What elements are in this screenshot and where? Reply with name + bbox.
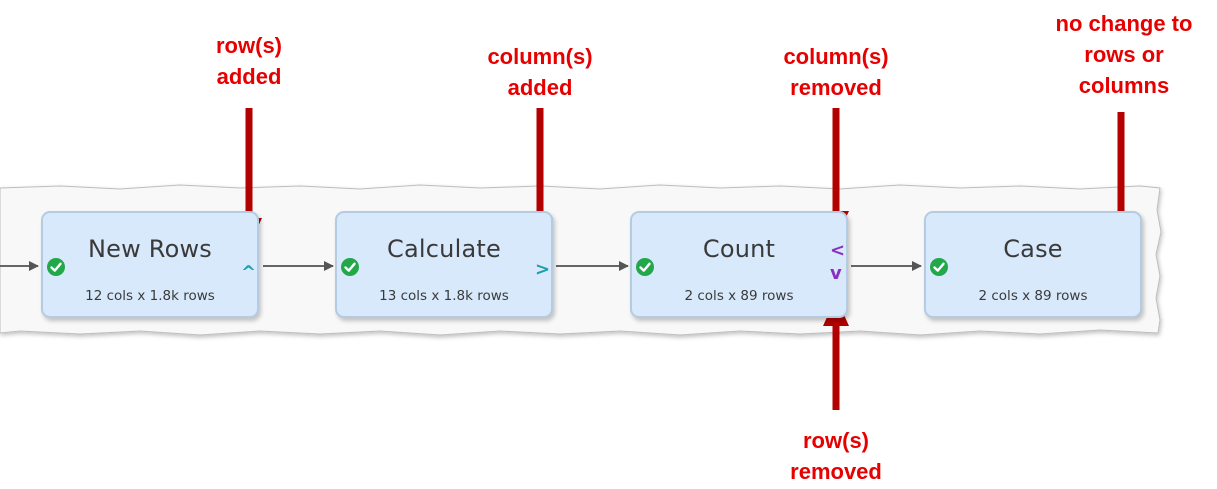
annotation-line: removed (790, 75, 882, 100)
check-icon (636, 258, 654, 276)
node-count[interactable]: Count 2 cols x 89 rows < v (630, 211, 848, 318)
node-dims: 2 cols x 89 rows (978, 288, 1088, 304)
node-dims: 12 cols x 1.8k rows (85, 288, 215, 304)
node-dims: 2 cols x 89 rows (684, 288, 794, 304)
node-title: Case (1003, 235, 1063, 263)
annotation-cols-removed: column(s) removed (744, 41, 928, 103)
node-title: New Rows (88, 235, 212, 263)
annotation-line: columns (1078, 73, 1170, 98)
annotation-line: column(s) (487, 44, 593, 69)
node-case[interactable]: Case 2 cols x 89 rows (924, 211, 1142, 318)
annotation-no-change: no change to rows or columns (1032, 8, 1216, 101)
annotation-line: column(s) (783, 44, 889, 69)
check-icon (47, 258, 65, 276)
node-calculate[interactable]: Calculate 13 cols x 1.8k rows > (335, 211, 553, 318)
node-title: Count (702, 235, 776, 263)
annotation-rows-added: row(s) added (176, 30, 322, 92)
annotation-line: added (507, 75, 573, 100)
rows-removed-indicator: v (830, 263, 842, 284)
annotation-line: added (216, 64, 282, 89)
annotation-rows-removed: row(s) removed (744, 425, 928, 487)
check-icon (341, 258, 359, 276)
annotation-line: no change to (1055, 11, 1193, 36)
rows-added-indicator: ^ (241, 262, 257, 283)
annotation-cols-added: column(s) added (448, 41, 632, 103)
annotation-line: removed (790, 459, 882, 484)
cols-removed-indicator: < (830, 240, 846, 261)
annotation-line: row(s) (216, 33, 282, 58)
node-title: Calculate (387, 235, 501, 263)
annotation-line: rows or (1084, 42, 1164, 67)
node-dims: 13 cols x 1.8k rows (379, 288, 509, 304)
node-new-rows[interactable]: New Rows 12 cols x 1.8k rows ^ (41, 211, 259, 318)
annotation-line: row(s) (803, 428, 869, 453)
check-icon (930, 258, 948, 276)
cols-added-indicator: > (535, 259, 551, 280)
